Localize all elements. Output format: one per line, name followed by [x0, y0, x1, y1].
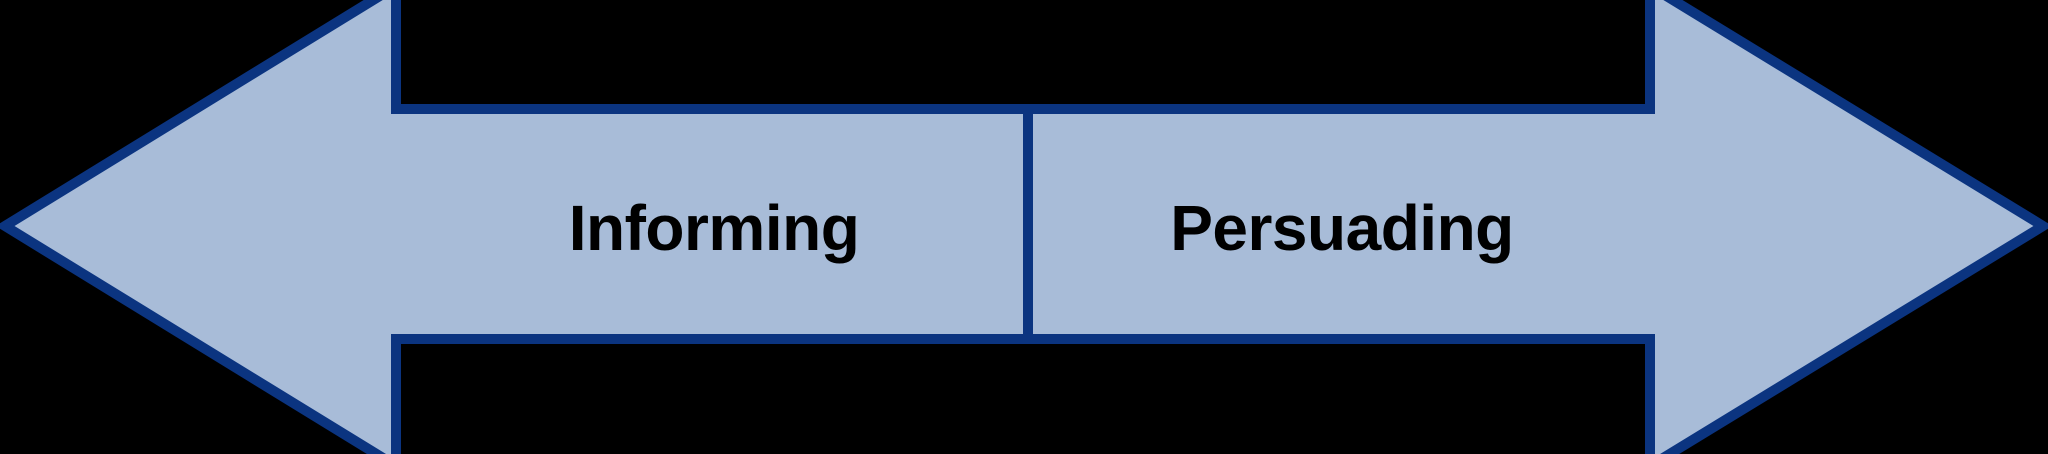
segment-label-informing: Informing — [568, 192, 860, 264]
segment-label-persuading: Persuading — [1170, 192, 1514, 264]
